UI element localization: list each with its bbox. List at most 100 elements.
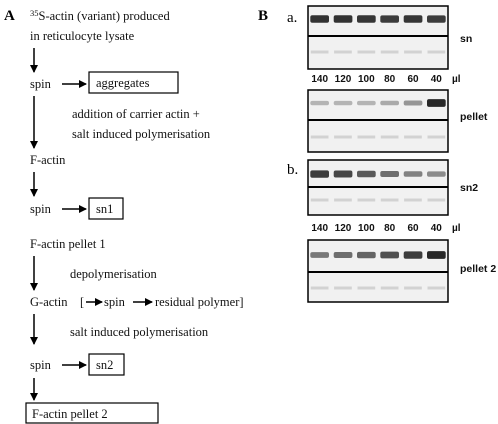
lane-label: 100 [358, 74, 375, 85]
gel-band [404, 101, 423, 106]
gel-lower-band [404, 51, 422, 54]
gel-lower-band [404, 199, 422, 202]
note-carrier-line1: addition of carrier actin + [72, 107, 200, 121]
lane-label: 120 [335, 74, 352, 85]
step-spin-3: spin [30, 358, 52, 372]
gel-pellet2-label: pellet 2 [460, 263, 496, 275]
panel-b-letter: B [258, 8, 268, 24]
gel-band [404, 251, 423, 258]
gel-band [357, 252, 376, 258]
gel-pellet2: pellet 2 [308, 240, 496, 302]
gel-band [427, 99, 446, 107]
aggregates-label: aggregates [96, 76, 150, 90]
gel-band [357, 15, 376, 22]
gel-lower-band [358, 136, 376, 139]
gel-lower-band [428, 51, 446, 54]
gel-sn-label: sn [460, 33, 472, 45]
lane-label: 140 [311, 74, 328, 85]
gel-lower-band [311, 136, 329, 139]
gel-band [334, 171, 353, 178]
gel-band [310, 15, 329, 22]
gel-band [357, 101, 376, 105]
gel-band [380, 101, 399, 106]
note-depolymerisation: depolymerisation [70, 267, 158, 281]
lane-label: 40 [431, 74, 443, 85]
gel-lower-band [334, 51, 352, 54]
gel-lower-band [381, 136, 399, 139]
step-residual-spin: spin [104, 295, 126, 309]
lane-label: 80 [384, 223, 396, 234]
gel-lower-band [358, 51, 376, 54]
subpanel-a-label: a. [287, 10, 297, 26]
step-source-line1: 35S-actin (variant) produced [30, 8, 170, 23]
gel-sn: sn [308, 6, 472, 69]
gel-band [310, 252, 329, 258]
gel-lower-band [311, 199, 329, 202]
lane-label: 120 [335, 223, 352, 234]
step-source-superscript: 35 [30, 8, 39, 18]
step-source-line2: in reticulocyte lysate [30, 29, 135, 43]
gel-lower-band [311, 287, 329, 290]
gel-band [427, 15, 446, 22]
gel-lower-band [311, 51, 329, 54]
lane-unit: µl [452, 74, 461, 85]
lane-label: 40 [431, 223, 443, 234]
lane-label: 80 [384, 74, 396, 85]
gel-lower-band [334, 287, 352, 290]
gel-lower-band [404, 136, 422, 139]
gel-band [380, 171, 399, 177]
gel-band [334, 101, 353, 105]
gel-lower-band [334, 136, 352, 139]
gel-band [380, 252, 399, 259]
sn1-label: sn1 [96, 202, 113, 216]
lane-unit: µl [452, 223, 461, 234]
gel-lower-band [381, 287, 399, 290]
gel-band [357, 171, 376, 178]
gel-lower-band [381, 199, 399, 202]
gel-band [404, 15, 423, 22]
gel-band [334, 252, 353, 258]
lane-labels-a: 140 120 100 80 60 40 µl [311, 74, 460, 85]
gel-sn2: sn2 [308, 160, 478, 215]
gel-lower-band [358, 287, 376, 290]
gel-band [310, 170, 329, 177]
step-residual-polymer: residual polymer] [155, 295, 244, 309]
gel-band [380, 15, 399, 22]
sn2-label: sn2 [96, 358, 113, 372]
gel-lower-band [428, 136, 446, 139]
gel-lower-band [358, 199, 376, 202]
gel-pellet-label: pellet [460, 111, 488, 123]
gel-band [427, 251, 446, 259]
step-pellet2: F-actin pellet 2 [32, 407, 108, 421]
step-factin: F-actin [30, 153, 66, 167]
note-carrier-line2: salt induced polymerisation [72, 127, 211, 141]
gel-lower-band [334, 199, 352, 202]
gel-lower-band [428, 287, 446, 290]
gel-band [427, 171, 446, 176]
step-spin-1: spin [30, 77, 52, 91]
lane-labels-b: 140 120 100 80 60 40 µl [311, 223, 460, 234]
panel-a: A 35S-actin (variant) produced in reticu… [4, 8, 244, 423]
gel-band [334, 15, 353, 22]
gel-pellet: pellet [308, 90, 488, 152]
gel-lower-band [404, 287, 422, 290]
step-spin-2: spin [30, 202, 52, 216]
lane-label: 140 [311, 223, 328, 234]
bracket-open: [ [80, 295, 84, 309]
gel-lower-band [428, 199, 446, 202]
step-gactin: G-actin [30, 295, 68, 309]
note-salt-polymerisation: salt induced polymerisation [70, 325, 209, 339]
lane-label: 100 [358, 223, 375, 234]
gel-sn2-label: sn2 [460, 182, 478, 194]
lane-label: 60 [407, 223, 419, 234]
step-source-text: S-actin (variant) produced [39, 9, 171, 23]
gel-sn-frame [308, 6, 448, 69]
step-pellet1: F-actin pellet 1 [30, 237, 106, 251]
gel-lower-band [381, 51, 399, 54]
subpanel-b-label: b. [287, 162, 298, 178]
gel-band [310, 101, 329, 105]
lane-label: 60 [407, 74, 419, 85]
panel-a-letter: A [4, 8, 15, 24]
